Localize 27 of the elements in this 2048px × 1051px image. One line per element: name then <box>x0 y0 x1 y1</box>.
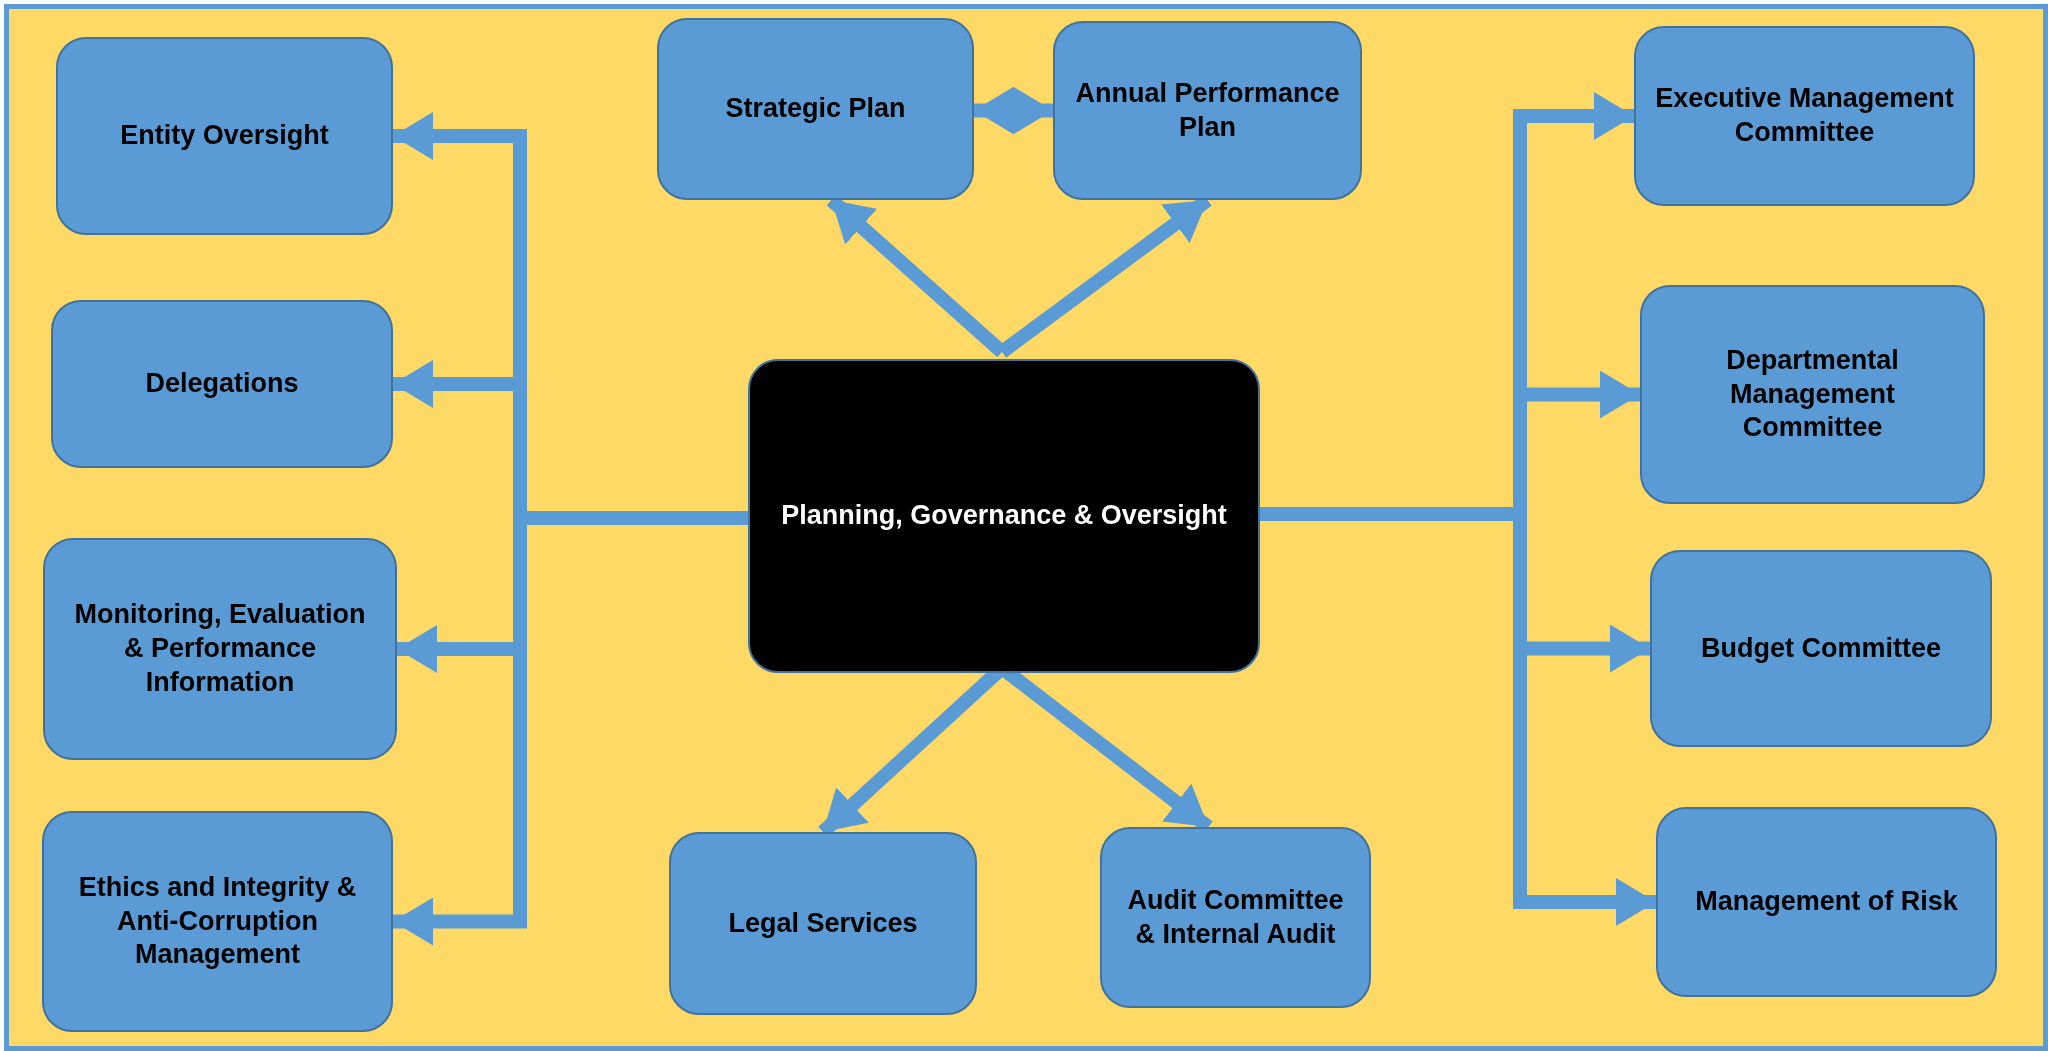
process-box <box>51 300 393 468</box>
process-box <box>1656 807 1997 997</box>
process-box <box>669 832 977 1015</box>
process-box <box>43 538 397 760</box>
arrow <box>974 86 1053 135</box>
process-box <box>1640 285 1985 504</box>
box-label: Audit Committee & Internal Audit <box>1126 883 1345 951</box>
box-label: Executive Management Committee <box>1654 82 1955 149</box>
central-box <box>748 359 1260 673</box>
box-label: Annual Performance Plan <box>1074 76 1341 144</box>
process-box <box>1650 550 1992 747</box>
box-label: Entity Oversight <box>120 119 329 153</box>
process-box <box>1634 26 1975 206</box>
box-label: Delegations <box>145 367 299 401</box>
box-label: Budget Committee <box>1701 631 1941 665</box>
box-label: Ethics and Integrity & Anti-Corruption Management <box>77 870 358 972</box>
process-box <box>657 18 974 200</box>
box-label: Management of Risk <box>1695 885 1958 919</box>
box-label: Departmental Management Committee <box>1725 343 1900 445</box>
box-label: Monitoring, Evaluation & Performance Information <box>73 598 367 699</box>
box-label: Strategic Plan <box>725 92 906 126</box>
process-box <box>1053 21 1362 200</box>
box-label: Legal Services <box>728 906 918 940</box>
box-label: Planning, Governance & Oversight <box>781 499 1227 533</box>
process-box <box>1100 827 1371 1008</box>
process-box <box>42 811 393 1032</box>
process-box <box>56 37 393 235</box>
